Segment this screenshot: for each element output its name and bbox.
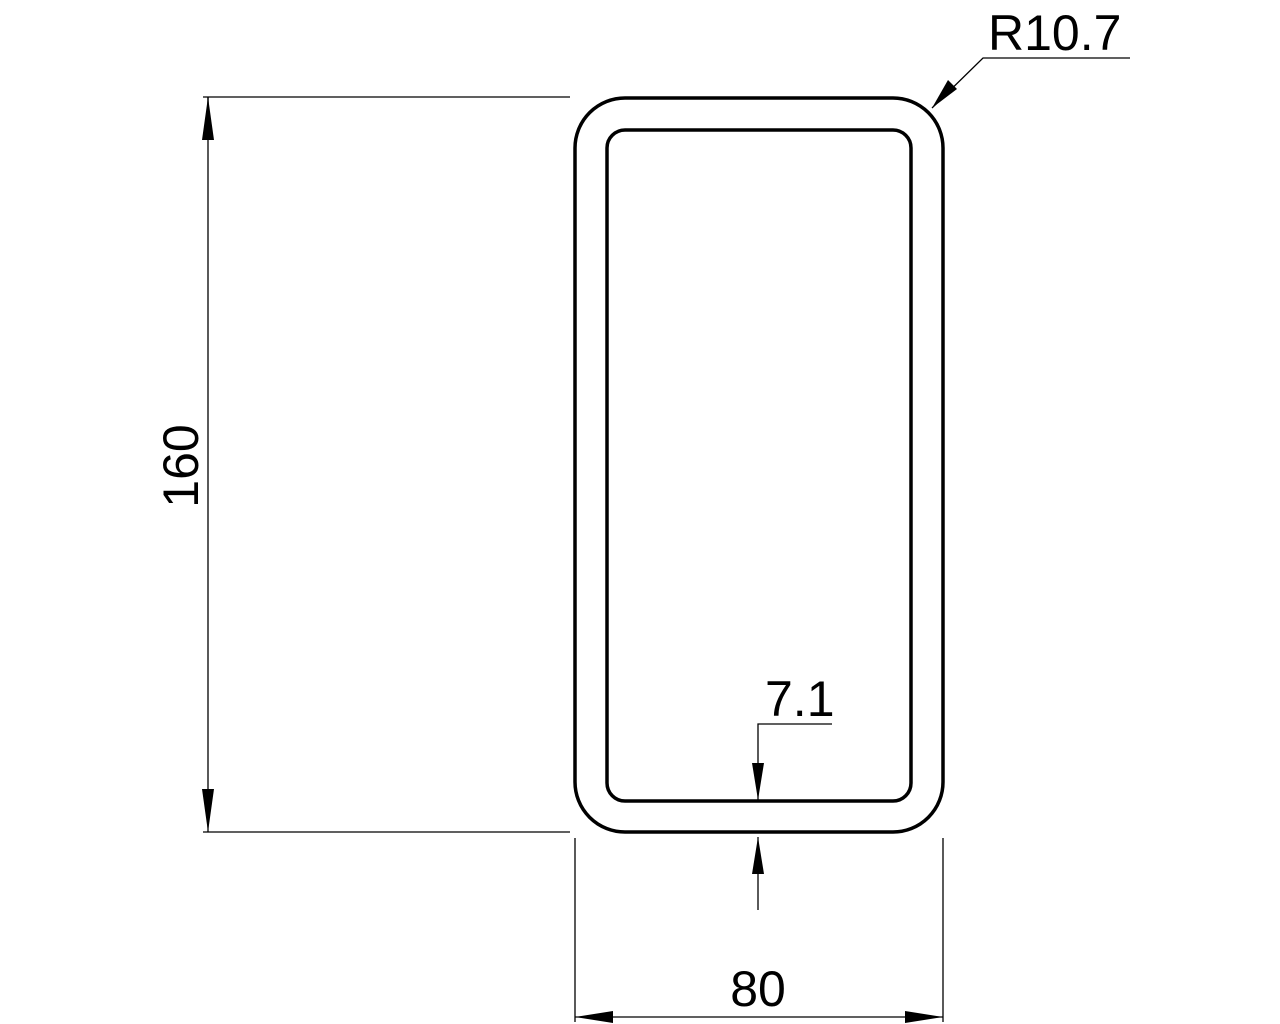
arrow-icon [752, 837, 764, 874]
width-label: 80 [730, 961, 786, 1017]
width-dimension [574, 838, 944, 1023]
radius-label: R10.7 [988, 5, 1121, 61]
arrow-icon [575, 1011, 613, 1023]
thickness-dimension [752, 723, 832, 910]
radius-dimension [931, 57, 1130, 109]
thickness-label: 7.1 [765, 671, 835, 727]
height-label: 160 [153, 424, 209, 507]
inner-contour [605, 128, 913, 803]
height-dimension [202, 96, 570, 833]
arrow-icon [932, 80, 957, 108]
arrow-icon [752, 763, 764, 800]
outer-contour [573, 96, 945, 834]
arrow-icon [905, 1011, 943, 1023]
tube-profile [573, 96, 945, 834]
